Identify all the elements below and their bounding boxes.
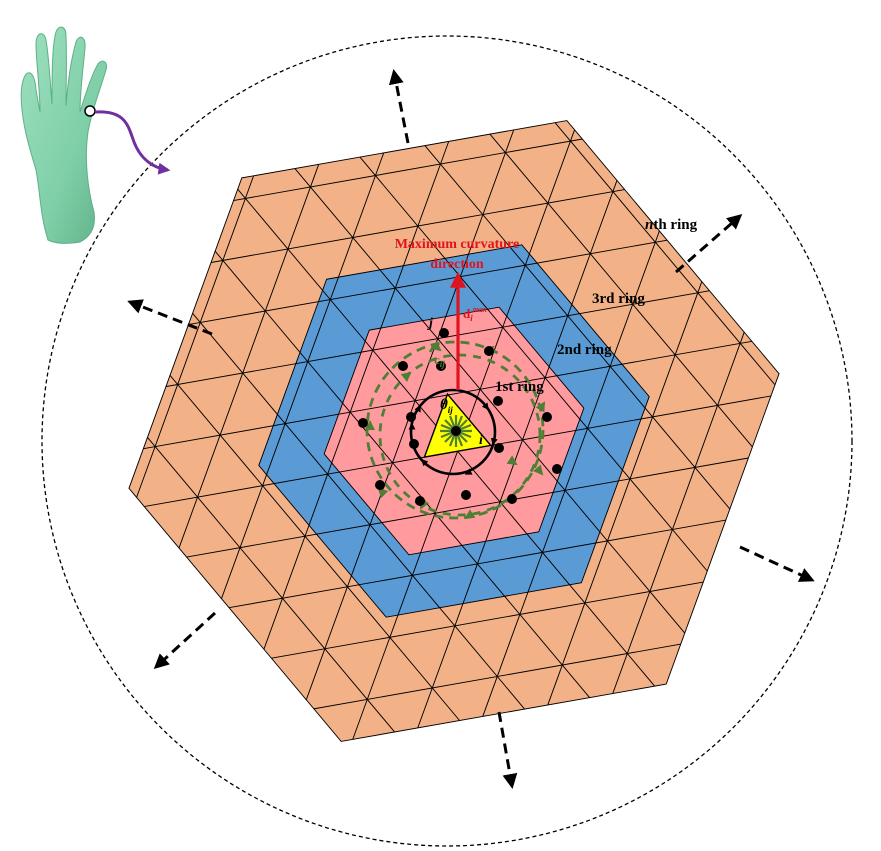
dashed-arrow-icon xyxy=(739,545,815,582)
mesh-grid-lines xyxy=(136,122,776,740)
vertex-dot xyxy=(406,412,416,422)
vertex-dot xyxy=(409,439,419,449)
mesh-edge xyxy=(188,239,668,326)
mesh-edge xyxy=(233,138,583,201)
dashed-arrow-icon xyxy=(497,711,518,789)
vertex-dot xyxy=(493,396,503,406)
green-dashed-circles xyxy=(365,340,545,520)
dashed-arrow-icon xyxy=(153,611,217,670)
mesh-edge xyxy=(482,230,660,717)
dashed-arrow-icon xyxy=(388,69,410,144)
max-curvature-label-line2: direction xyxy=(430,257,484,272)
hand-point-dot xyxy=(84,105,96,117)
mesh-edge xyxy=(612,331,745,694)
vertex-dot xyxy=(507,494,517,504)
black-circle-arrows xyxy=(408,402,498,475)
vertex-i-dot xyxy=(451,426,461,436)
mesh-edge xyxy=(294,168,686,634)
mesh-edge xyxy=(554,122,776,386)
outward-arrows xyxy=(127,69,815,789)
vertex-i-label: i xyxy=(479,433,483,448)
mesh-edge xyxy=(147,437,396,733)
vertex-dot xyxy=(436,361,446,371)
mesh-edge xyxy=(424,145,731,510)
vertex-dot xyxy=(415,496,425,506)
ring1-label: 1st ring xyxy=(495,379,544,395)
neighbor-vertices xyxy=(358,328,562,506)
dashed-arrow-icon xyxy=(675,214,743,274)
mesh-edge xyxy=(271,581,704,659)
ring3-label: 3rd ring xyxy=(592,291,645,307)
one-ring-black-circle xyxy=(409,388,497,476)
green-dashed-circle xyxy=(378,353,542,517)
max-curvature-label-line1: Maximum curvature xyxy=(395,237,520,252)
mesh-edge xyxy=(214,250,591,698)
ring2-label: 2nd ring xyxy=(557,342,612,358)
vertex-dot xyxy=(494,443,504,453)
vertex-dot xyxy=(358,418,368,428)
d-max-label: dimax xyxy=(463,305,487,323)
outer-dashed-circle xyxy=(41,35,853,847)
vertex-dot xyxy=(542,412,552,422)
green-dashed-circle xyxy=(365,340,545,520)
mesh-edge xyxy=(186,457,749,558)
c-ij-label: cij xyxy=(434,352,445,369)
mesh-edge xyxy=(169,375,461,721)
vertex-dot xyxy=(484,346,494,356)
purple-curve xyxy=(94,110,171,175)
ringn-label: nth ring xyxy=(645,217,698,233)
mesh-edge xyxy=(178,164,320,549)
mesh-edge xyxy=(221,152,385,599)
vertex-j-label: j xyxy=(427,316,433,331)
vertex-j-dot xyxy=(439,328,449,338)
mesh-edge xyxy=(192,313,526,710)
mesh-edge xyxy=(417,180,618,729)
vertex-dot xyxy=(398,361,408,371)
vertex-dot xyxy=(552,464,562,474)
mesh-edge xyxy=(489,134,753,448)
mesh-edge xyxy=(136,175,254,498)
hand-model-icon xyxy=(20,26,171,244)
vertex-dot xyxy=(375,480,385,490)
mesh-edge xyxy=(263,141,450,650)
vertex-dot xyxy=(461,490,471,500)
theta-ij-label: θij xyxy=(440,397,453,415)
dashed-arrow-icon xyxy=(127,299,213,336)
mesh-edge xyxy=(547,281,703,706)
